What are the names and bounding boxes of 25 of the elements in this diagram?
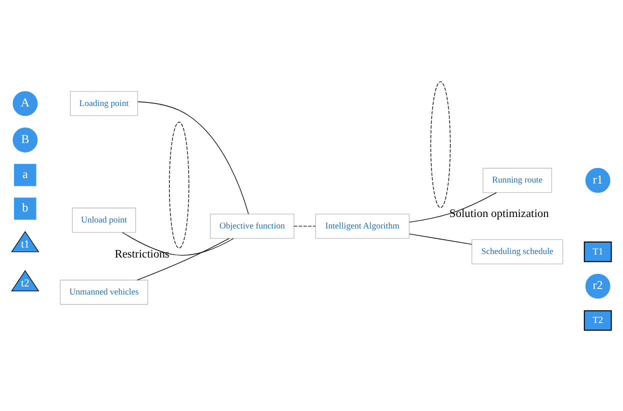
node-box: Loading point bbox=[70, 90, 138, 116]
node-box: Objective function bbox=[210, 213, 294, 238]
node-box: b bbox=[14, 197, 36, 220]
connector bbox=[409, 233, 472, 244]
connector bbox=[137, 100, 249, 214]
node-box: Unload point bbox=[72, 207, 136, 232]
node-circle: r1 bbox=[585, 167, 610, 192]
node-box: a bbox=[14, 163, 36, 186]
node-box: Unmanned vehicles bbox=[60, 279, 148, 304]
connector bbox=[294, 225, 316, 226]
node-label: Restrictions bbox=[114, 248, 170, 260]
node-box: Running route bbox=[482, 167, 552, 192]
node-box: Intelligent Algorithm bbox=[315, 213, 410, 238]
node-circle: A bbox=[12, 90, 38, 116]
connector bbox=[122, 232, 234, 256]
connector bbox=[136, 238, 230, 280]
node-circle: B bbox=[12, 127, 38, 152]
connector bbox=[409, 192, 497, 222]
node-box: Scheduling schedule bbox=[472, 238, 564, 264]
node-ellipse bbox=[430, 80, 451, 208]
node-label: Solution optimization bbox=[449, 207, 549, 220]
node-box: T2 bbox=[584, 310, 612, 330]
node-box: T1 bbox=[584, 241, 612, 262]
node-ellipse bbox=[169, 121, 190, 248]
node-circle: r2 bbox=[585, 273, 610, 298]
